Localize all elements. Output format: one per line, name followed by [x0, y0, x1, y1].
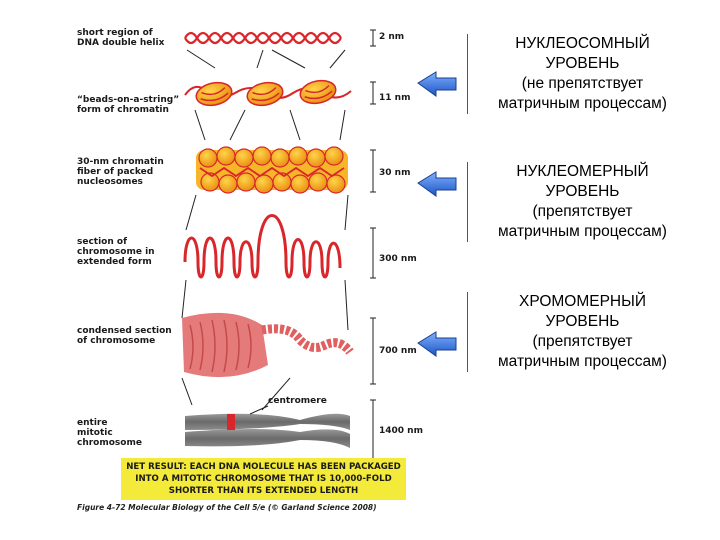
scale-label-2nm: 2 nm — [379, 32, 405, 42]
scale-label-30nm: 30 nm — [379, 168, 411, 178]
level-subtitle: УРОВЕНЬ — [545, 183, 620, 200]
arrow-icon — [417, 171, 457, 197]
level-note-2: матричным процессам) — [498, 353, 667, 370]
centromere-marker — [227, 414, 235, 430]
centromere-label: centromere — [268, 396, 327, 406]
stage-label-condensed: condensed section of chromosome — [77, 326, 172, 346]
scale-bars — [370, 29, 376, 463]
level-box-chromomer: ХРОМОМЕРНЫЙ УРОВЕНЬ (препятствует матрич… — [467, 292, 697, 372]
scale-label-700nm: 700 nm — [379, 346, 417, 356]
blue-arrows — [417, 71, 457, 357]
30nm-fiber — [196, 146, 348, 194]
zoom-lines-4 — [181, 279, 349, 331]
extended-chromosome-loops — [183, 214, 342, 279]
level-box-nucleomer: НУКЛЕОМЕРНЫЙ УРОВЕНЬ (препятствует матри… — [467, 162, 697, 242]
level-note: (препятствует — [532, 333, 633, 350]
figure-caption: Figure 4-72 Molecular Biology of the Cel… — [77, 503, 377, 512]
level-note-2: матричным процессам) — [498, 223, 667, 240]
stage-label-dna: short region of DNA double helix — [77, 28, 165, 48]
zoom-lines-3 — [185, 194, 349, 231]
level-box-nucleosome: НУКЛЕОСОМНЫЙ УРОВЕНЬ (не препятствует ма… — [467, 34, 697, 114]
beads-on-a-string — [184, 79, 352, 107]
zoom-lines-1 — [186, 49, 346, 69]
level-subtitle: УРОВЕНЬ — [545, 55, 620, 72]
level-note: (не препятствует — [521, 75, 644, 92]
arrow-icon — [417, 71, 457, 97]
scale-label-300nm: 300 nm — [379, 254, 417, 264]
stage-label-extended: section of chromosome in extended form — [77, 237, 155, 267]
zoom-lines-2 — [194, 109, 346, 141]
level-note-2: матричным процессам) — [498, 95, 667, 112]
stage-label-fiber: 30-nm chromatin fiber of packed nucleoso… — [77, 157, 164, 187]
net-result-box: NET RESULT: EACH DNA MOLECULE HAS BEEN P… — [121, 458, 406, 500]
scale-label-11nm: 11 nm — [379, 93, 411, 103]
level-title: НУКЛЕОСОМНЫЙ — [515, 35, 650, 52]
arrow-icon — [417, 331, 457, 357]
level-title: ХРОМОМЕРНЫЙ — [518, 293, 646, 310]
stage-label-mitotic: entire mitotic chromosome — [77, 418, 142, 448]
dna-double-helix — [184, 31, 342, 45]
mitotic-chromosome — [185, 405, 350, 448]
scale-label-1400nm: 1400 nm — [379, 426, 423, 436]
zoom-lines-5 — [181, 377, 291, 411]
condensed-chromosome — [182, 312, 354, 378]
level-title: НУКЛЕОМЕРНЫЙ — [516, 163, 649, 180]
level-subtitle: УРОВЕНЬ — [545, 313, 620, 330]
stage-label-beads: “beads-on-a-string” form of chromatin — [77, 95, 180, 115]
level-note: (препятствует — [532, 203, 633, 220]
